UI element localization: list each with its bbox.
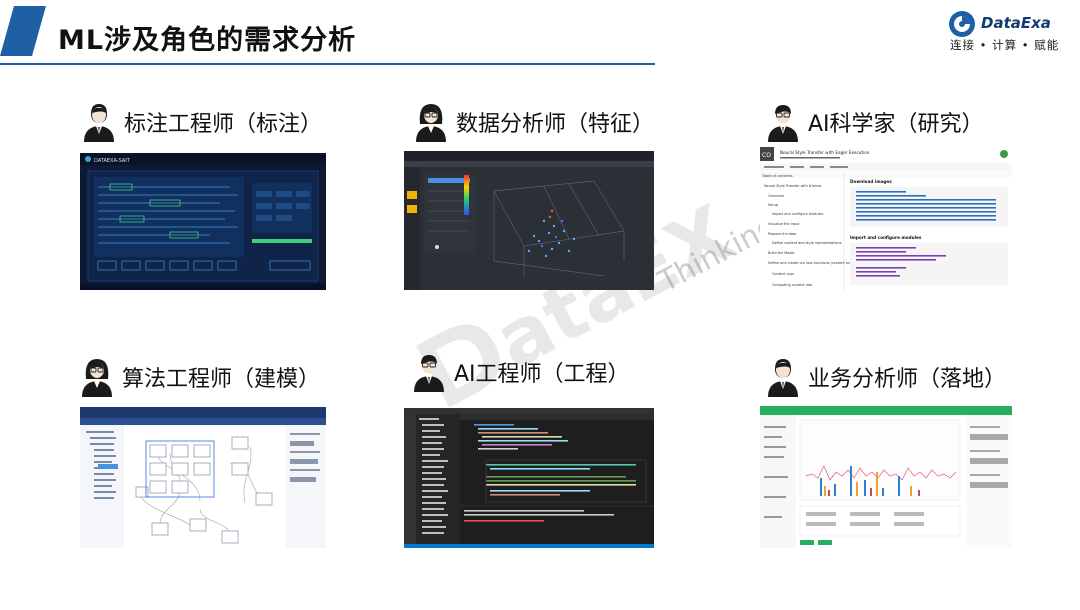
role-label: 标注工程师（标注）: [124, 112, 323, 137]
header-accent-bar: [0, 6, 46, 56]
toc-item: Neural Style Transfer with tf.keras: [764, 184, 822, 188]
role-label: 算法工程师（建模）: [122, 367, 321, 392]
toc-item: Build the Model: [768, 251, 794, 255]
person-icon: [414, 355, 444, 392]
screenshot-workflow-canvas: [80, 407, 326, 548]
toc-item: Overview: [768, 194, 784, 198]
person-icon: [768, 105, 798, 142]
colab-title: Neural Style Transfer with Eager Executi…: [780, 150, 870, 155]
role-label: 数据分析师（特征）: [456, 112, 655, 137]
role-label: 业务分析师（落地）: [808, 367, 1007, 392]
toc-item: Content Loss: [772, 272, 794, 276]
toc-item: Setup: [768, 203, 778, 207]
logo-tagline: 连接 • 计算 • 赋能: [950, 38, 1060, 52]
dataexa-logo-icon: [949, 11, 975, 37]
person-icon: [84, 104, 114, 142]
colab-section: Import and configure modules: [850, 235, 922, 240]
role-business-analyst: 业务分析师（落地）: [766, 357, 1006, 397]
screenshot-colab-notebook: CO Neural Style Transfer with Eager Exec…: [760, 147, 1012, 290]
screenshot-labeling-platform: DATAEXA-SAIT: [80, 153, 326, 290]
role-data-analyst: 数据分析师（特征）: [414, 102, 654, 142]
logo-name: DataExa: [981, 14, 1051, 32]
role-labeling-engineer: 标注工程师（标注）: [82, 102, 322, 142]
toc-item: Define content and style representations: [772, 241, 842, 245]
person-icon: [768, 359, 798, 397]
screenshot-business-dashboard: [760, 406, 1012, 548]
role-ai-scientist: AI科学家（研究）: [766, 102, 984, 142]
role-algorithm-engineer: 算法工程师（建模）: [80, 357, 320, 397]
slide-title: ML涉及角色的需求分析: [58, 25, 357, 56]
toc-item: Computing content loss: [772, 283, 813, 287]
colab-section: Download images: [850, 179, 892, 184]
person-female-icon: [416, 104, 446, 142]
role-label: AI科学家（研究）: [808, 112, 984, 137]
header-underline: [0, 63, 655, 65]
toc-item: Prepare the data: [768, 232, 796, 236]
toc-item: Visualize the input: [768, 222, 800, 226]
role-ai-engineer: AI工程师（工程）: [412, 352, 630, 392]
screenshot-3d-feature-plot: [404, 151, 654, 290]
person-female-icon: [82, 359, 112, 397]
toc-item: Define and create our loss functions (co…: [768, 261, 881, 265]
screenshot-code-editor: [404, 408, 654, 548]
labeling-brand: DATAEXA-SAIT: [94, 158, 131, 164]
colab-toc-header: Table of contents: [761, 174, 793, 178]
svg-text:CO: CO: [762, 152, 771, 159]
role-label: AI工程师（工程）: [454, 362, 630, 387]
toc-item: Import and configure modules: [772, 212, 824, 216]
